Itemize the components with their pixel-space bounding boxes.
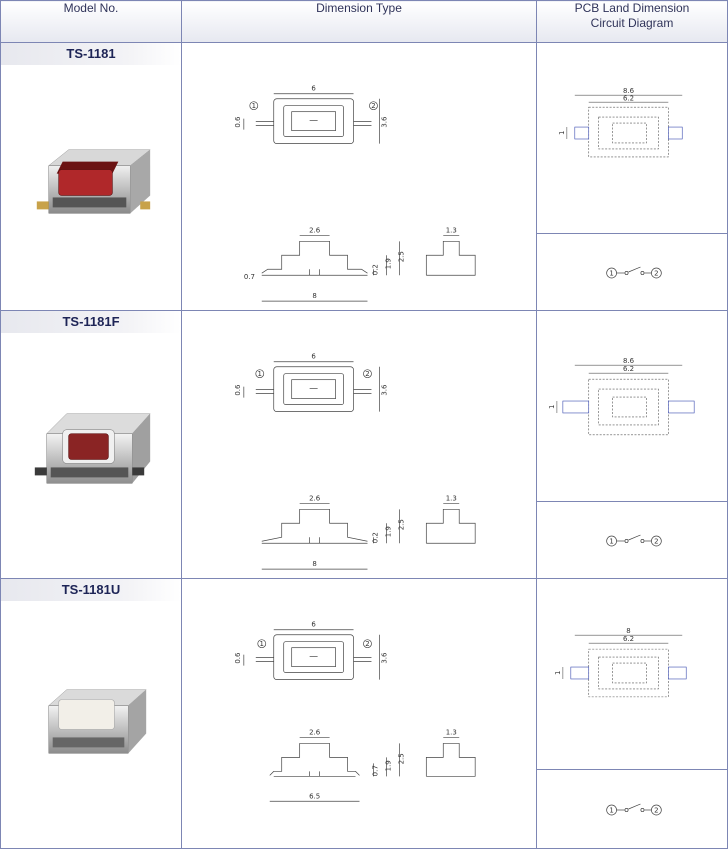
dim-mid-height: 1.9 (384, 760, 392, 771)
pin-2-label: 2 (365, 370, 369, 378)
dim-side-width: 1.3 (446, 728, 457, 736)
switch-photo-image (36, 149, 151, 214)
circuit-cell: 1 2 (536, 769, 728, 849)
land-pad-height: 1 (548, 405, 556, 409)
switch-photo-image (48, 689, 147, 754)
circuit-terminal-1: 1 (609, 269, 613, 277)
land-inner-width: 6.2 (623, 95, 634, 103)
dimension-cell: 6 0.6 3.6 1 2 2.6 0.2 1.9 2.5 8 1.3 (181, 310, 537, 579)
dim-mid-height: 1.9 (384, 258, 392, 269)
table-row: TS-1181 (0, 42, 728, 311)
dim-top-width: 6 (311, 353, 315, 361)
circuit-terminal-2: 2 (654, 537, 658, 545)
pcb-land-drawing: 8.6 6.2 1 (558, 87, 683, 158)
dim-side-width: 1.3 (446, 226, 457, 234)
land-outer-width: 8.6 (623, 357, 634, 365)
switch-cap (68, 433, 109, 460)
product-photo (1, 65, 181, 310)
pcb-land-cell: 8.6 6.2 1 (536, 42, 728, 234)
dimension-drawing: 6 0.6 3.6 1 2 2.6 0.2 1.9 2.5 8 1.3 (234, 353, 476, 570)
dimension-drawing: 6 0.6 3.6 1 2 2.6 0.2 1.9 2.5 0.7 8 1.3 (234, 85, 476, 302)
dim-body-height: 3.6 (380, 117, 388, 128)
land-pad-height: 1 (558, 131, 566, 135)
pin-1-label: 1 (252, 102, 256, 110)
switch-photo-image (34, 413, 151, 484)
table-row: 1 2 (1, 769, 728, 849)
pcb-land-drawing: 8 6.2 1 (554, 627, 687, 698)
land-pad-height: 1 (554, 671, 562, 675)
table-row: 1 2 (1, 501, 728, 579)
dimension-cell: 6 0.6 3.6 1 2 2.6 0.7 1.9 2.5 6.5 1.3 (181, 578, 537, 849)
dim-side-width: 1.3 (446, 494, 457, 502)
dim-total-height: 2.5 (397, 251, 405, 262)
dim-cap-width: 2.6 (309, 728, 320, 736)
dim-pin-width: 0.6 (234, 385, 242, 396)
model-cell: TS-1181F (0, 310, 182, 579)
dim-cap-width: 2.6 (309, 226, 320, 234)
pcb-land-drawing: 8.6 6.2 1 (548, 357, 695, 436)
dim-top-width: 6 (311, 85, 315, 93)
land-inner-width: 6.2 (623, 365, 634, 373)
circuit-terminal-2: 2 (654, 806, 658, 814)
product-photo (1, 601, 181, 848)
circuit-terminal-2: 2 (654, 269, 658, 277)
pin-1-label: 1 (258, 370, 262, 378)
table-row: TS-1181F (0, 310, 728, 579)
circuit-diagram: 1 2 (606, 266, 662, 279)
dim-pin-width: 0.6 (234, 653, 242, 664)
dim-body-height: 3.6 (380, 385, 388, 396)
circuit-cell: 1 2 (536, 501, 728, 579)
switch-cap (58, 169, 113, 196)
dim-pin-width: 0.6 (234, 117, 242, 128)
pin-2-label: 2 (365, 640, 369, 648)
dim-overall-width: 6.5 (309, 792, 320, 800)
land-outer-width: 8 (626, 627, 630, 635)
switch-cap (58, 699, 115, 730)
pin-1-label: 1 (260, 640, 264, 648)
land-inner-width: 6.2 (623, 635, 634, 643)
table-row: 1 2 (1, 233, 728, 311)
dim-body-height: 3.6 (380, 653, 388, 664)
dim-overall-width: 8 (312, 560, 316, 568)
dim-cap-width: 2.6 (309, 494, 320, 502)
header-row: Model No. Dimension Type PCB Land Dimens… (0, 0, 728, 43)
model-name: TS-1181U (1, 579, 181, 601)
dim-top-width: 6 (311, 621, 315, 629)
table-row: TS-1181U (0, 578, 728, 849)
product-photo (1, 333, 181, 578)
pcb-land-cell: 8.6 6.2 1 (536, 310, 728, 502)
land-outer-width: 8.6 (623, 87, 634, 95)
dimension-drawing: 6 0.6 3.6 1 2 2.6 0.7 1.9 2.5 6.5 1.3 (234, 621, 476, 802)
circuit-cell: 1 2 (536, 233, 728, 311)
dimension-cell: 6 0.6 3.6 1 2 2.6 0.2 1.9 2.5 0.7 8 1.3 (181, 42, 537, 311)
model-column-header: Model No. (0, 0, 182, 43)
pcb-land-cell: 8 6.2 1 (536, 578, 728, 770)
dimension-column-header: Dimension Type (181, 0, 537, 43)
dim-stroke: 0.7 (371, 765, 379, 776)
circuit-diagram: 1 2 (606, 534, 662, 547)
dim-stroke: 0.2 (371, 264, 379, 275)
pin-2-label: 2 (371, 102, 375, 110)
dim-total-height: 2.5 (397, 753, 405, 764)
dim-stroke: 0.2 (371, 532, 379, 543)
dim-total-height: 2.5 (397, 519, 405, 530)
model-name: TS-1181F (1, 311, 181, 333)
model-cell: TS-1181U (0, 578, 182, 849)
model-name: TS-1181 (1, 43, 181, 65)
circuit-diagram: 1 2 (606, 803, 662, 816)
circuit-terminal-1: 1 (609, 806, 613, 814)
dim-overall-width: 8 (312, 292, 316, 300)
dim-foot: 0.7 (244, 273, 255, 281)
circuit-terminal-1: 1 (609, 537, 613, 545)
dim-mid-height: 1.9 (384, 526, 392, 537)
model-cell: TS-1181 (0, 42, 182, 311)
